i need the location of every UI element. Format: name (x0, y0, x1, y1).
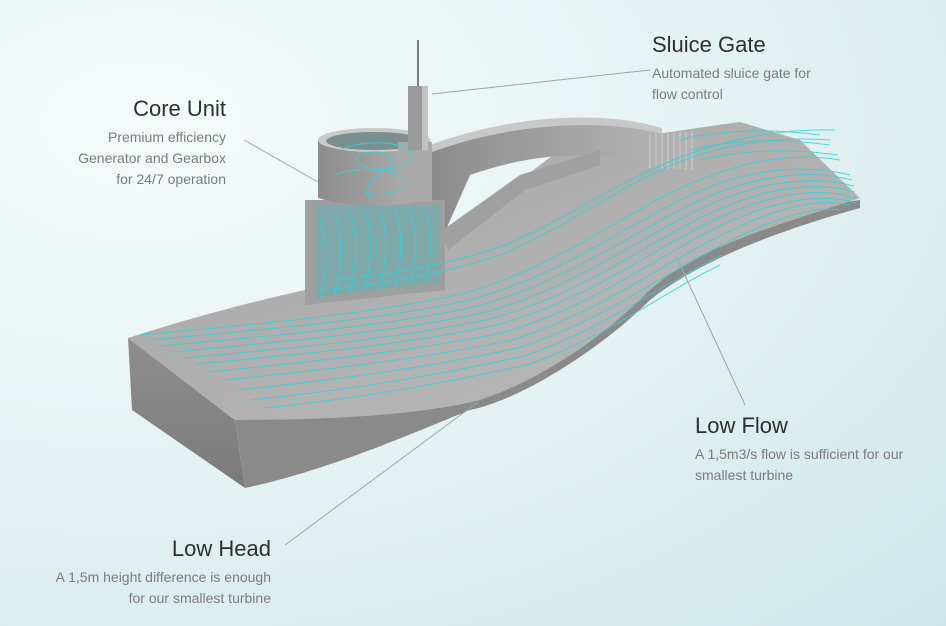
intake-chamber-inner (315, 205, 440, 298)
water-flow-lines (139, 129, 857, 409)
channel-side (128, 338, 245, 488)
divider-wall (440, 150, 600, 250)
low-head-callout: Low Head A 1,5m height difference is eno… (20, 535, 271, 609)
sluice-grate (645, 130, 700, 170)
low-flow-callout: Low Flow A 1,5m3/s flow is sufficient fo… (695, 412, 903, 486)
core-unit-callout: Core Unit Premium efficiency Generator a… (40, 95, 226, 190)
low-flow-title: Low Flow (695, 413, 788, 438)
sluice-gate-callout: Sluice Gate Automated sluice gate for fl… (652, 31, 811, 105)
curved-wall-top (430, 117, 662, 152)
channel-front-side (235, 200, 860, 488)
sluice-gate-description: Automated sluice gate for flow control (652, 65, 811, 102)
core-unit-description: Premium efficiency Generator and Gearbox… (78, 129, 226, 187)
low-flow-description: A 1,5m3/s flow is sufficient for our sma… (695, 446, 904, 483)
leader-lines (243, 69, 746, 546)
low-head-title: Low Head (171, 536, 271, 561)
sluice-gate-leader (431, 69, 651, 95)
low-head-leader (284, 401, 479, 546)
sluice-gate-tower-face (422, 86, 428, 150)
core-unit-block (398, 142, 432, 202)
low-head-description: A 1,5m height difference is enough for o… (55, 569, 271, 606)
low-flow-leader (675, 255, 746, 406)
sluice-gate-title: Sluice Gate (652, 32, 766, 57)
curved-wall (430, 123, 660, 232)
core-unit-title: Core Unit (133, 96, 226, 121)
core-unit-leader (243, 139, 319, 183)
